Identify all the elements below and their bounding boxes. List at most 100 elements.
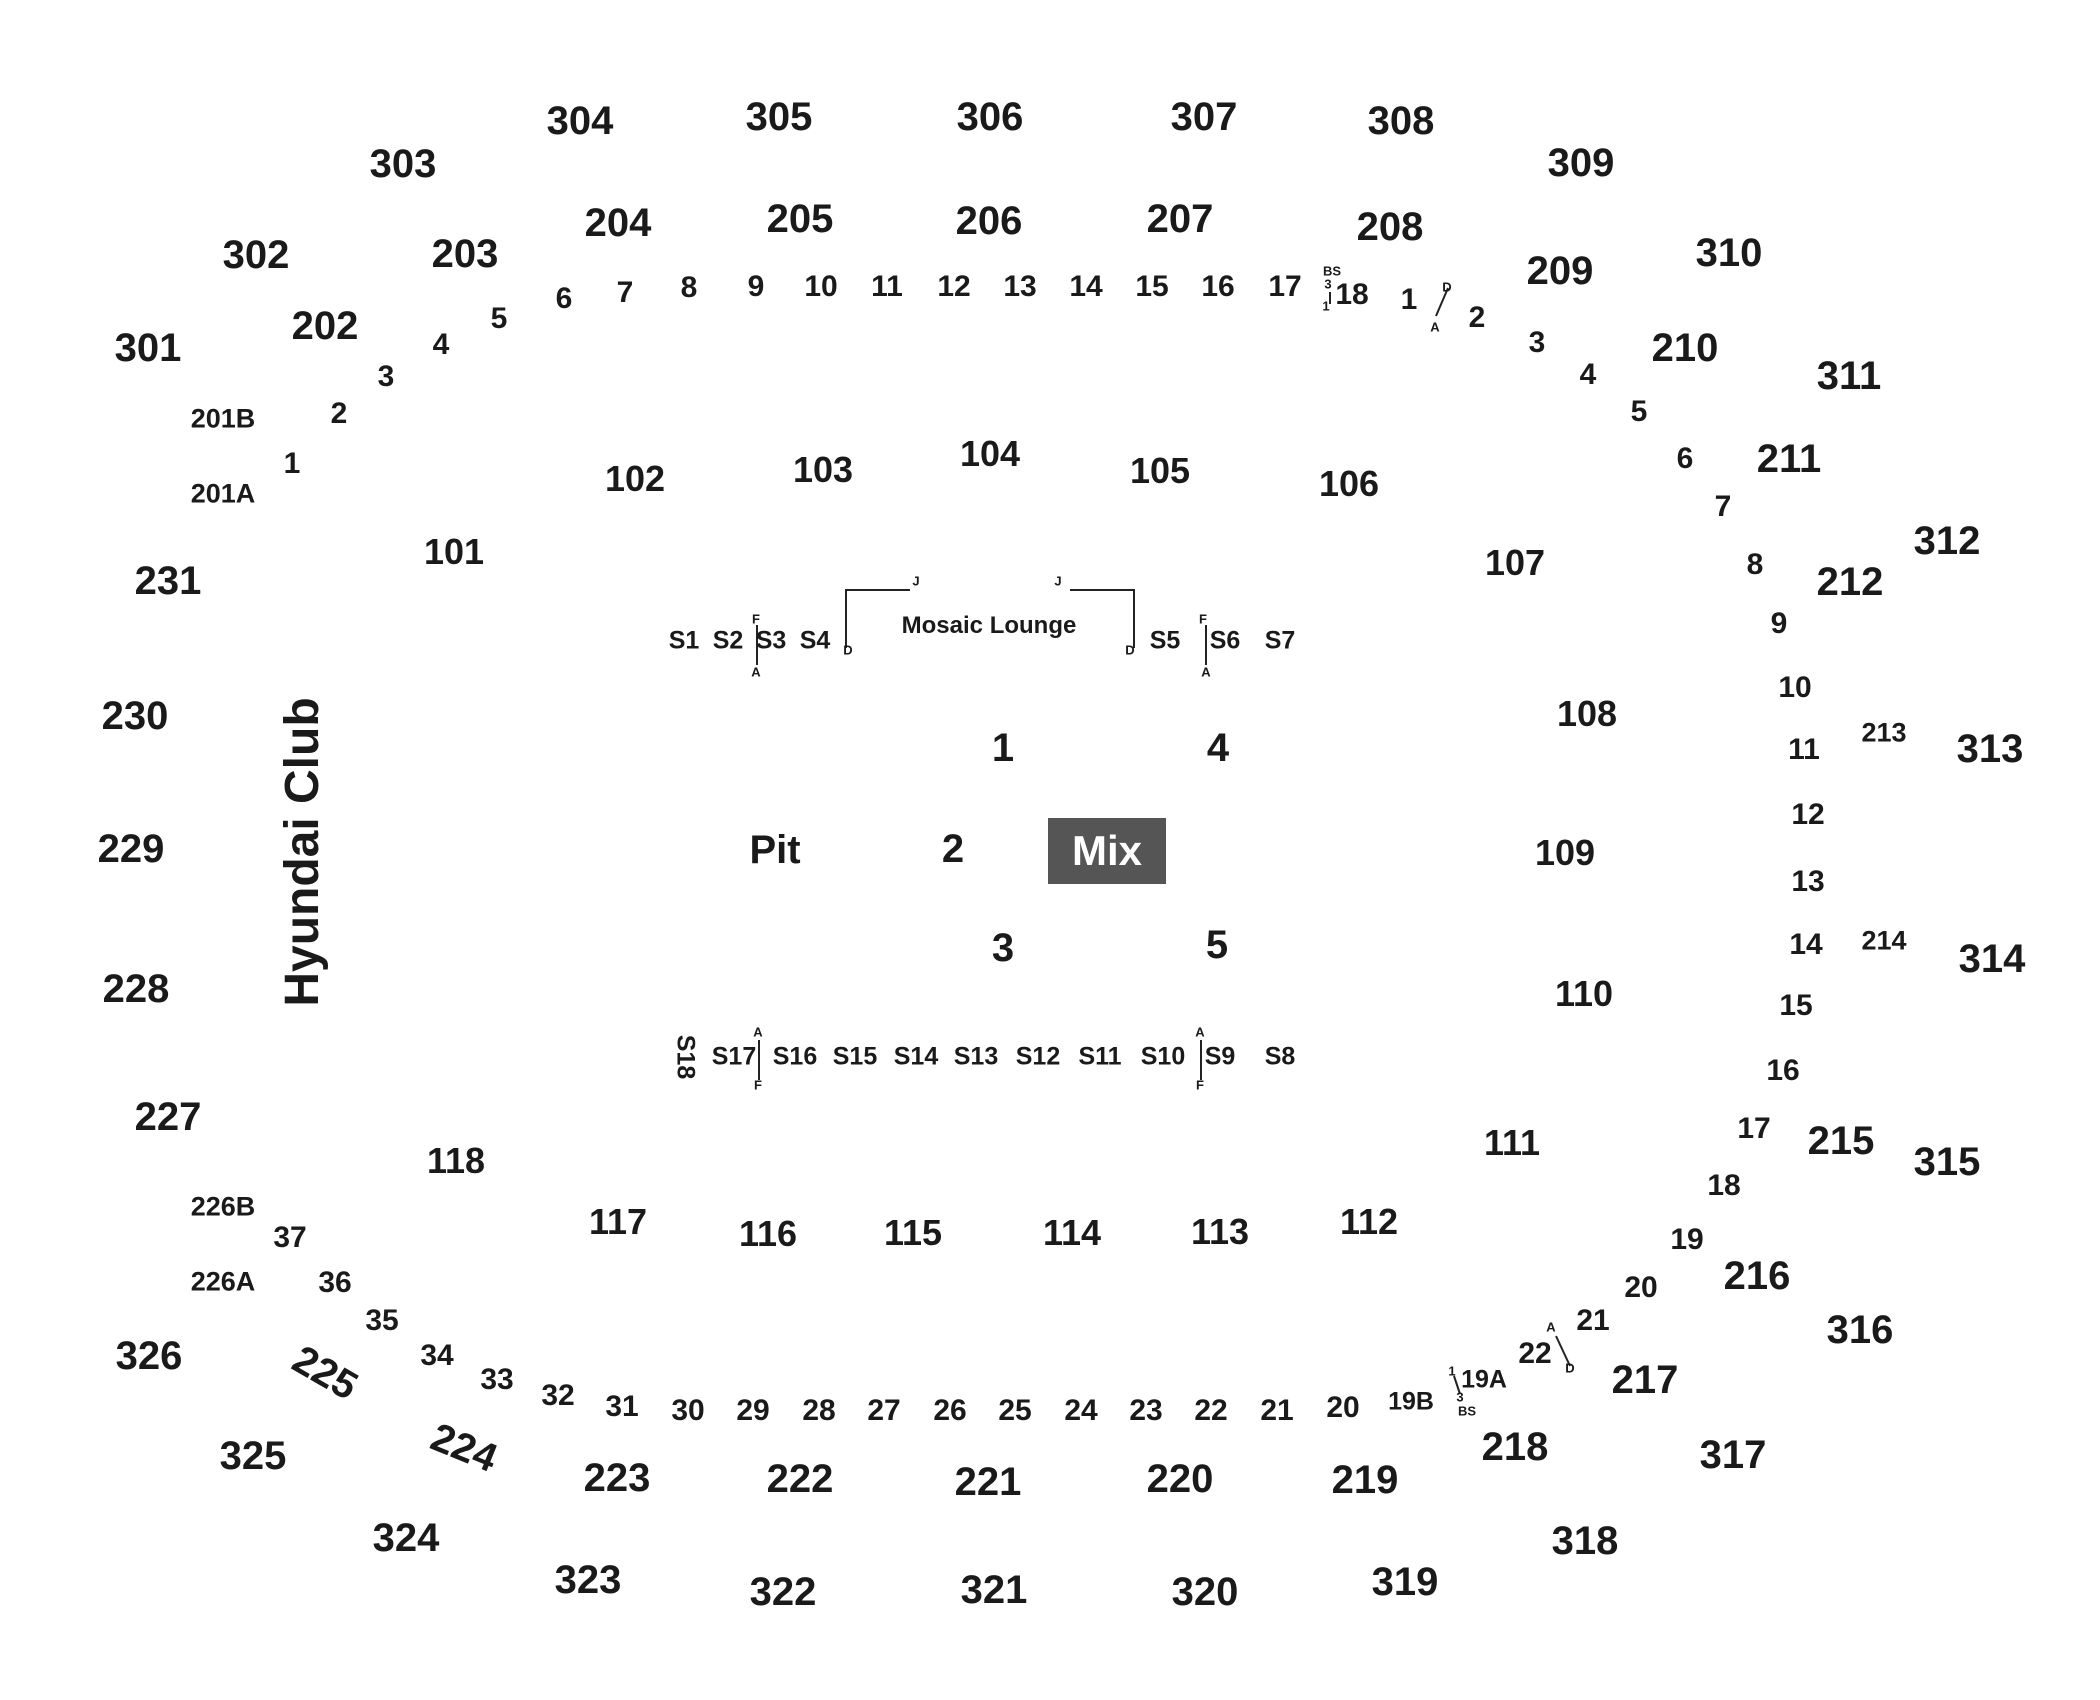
suite-12[interactable]: 12 [937, 270, 971, 303]
suite-r18[interactable]: 18 [1707, 1169, 1741, 1202]
suite-10[interactable]: 10 [804, 270, 838, 303]
section-230[interactable]: 230 [101, 694, 169, 738]
box-suite-S3[interactable]: S3 [755, 626, 787, 655]
suite-r6[interactable]: 6 [1676, 442, 1694, 475]
section-228[interactable]: 228 [102, 967, 170, 1011]
suite-b34[interactable]: 34 [420, 1339, 454, 1372]
suite-r1[interactable]: 1 [1400, 283, 1418, 316]
section-311[interactable]: 311 [1816, 354, 1882, 398]
suite-b33[interactable]: 33 [480, 1363, 514, 1396]
section-314[interactable]: 314 [1958, 937, 2026, 981]
suite-19B[interactable]: 19B [1388, 1387, 1434, 1416]
section-105[interactable]: 105 [1129, 450, 1191, 491]
suite-7[interactable]: 7 [616, 276, 634, 309]
suite-r11[interactable]: 11 [1788, 733, 1820, 766]
box-suite-S13[interactable]: S13 [953, 1042, 999, 1071]
section-319[interactable]: 319 [1371, 1560, 1439, 1604]
suite-b36[interactable]: 36 [318, 1266, 352, 1299]
mosaic-lounge-label[interactable]: Mosaic Lounge [901, 612, 1077, 639]
box-suite-S10[interactable]: S10 [1140, 1042, 1186, 1071]
suite-r4[interactable]: 4 [1579, 358, 1597, 391]
section-115[interactable]: 115 [883, 1212, 943, 1253]
section-212[interactable]: 212 [1816, 560, 1884, 604]
suite-b37[interactable]: 37 [273, 1221, 307, 1254]
suite-b32[interactable]: 32 [541, 1379, 575, 1412]
section-116[interactable]: 116 [738, 1213, 798, 1254]
box-suite-S9[interactable]: S9 [1204, 1042, 1236, 1071]
section-203[interactable]: 203 [431, 232, 499, 276]
section-318[interactable]: 318 [1551, 1519, 1619, 1563]
box-suite-S14[interactable]: S14 [893, 1042, 939, 1071]
section-110[interactable]: 110 [1554, 973, 1614, 1014]
suite-16[interactable]: 16 [1201, 270, 1235, 303]
suite-r12[interactable]: 12 [1791, 798, 1825, 831]
suite-r22[interactable]: 22 [1518, 1337, 1552, 1370]
section-316[interactable]: 316 [1826, 1308, 1894, 1352]
section-101[interactable]: 101 [423, 531, 485, 572]
suite-b25[interactable]: 25 [998, 1394, 1032, 1427]
suite-15[interactable]: 15 [1135, 270, 1169, 303]
section-214[interactable]: 214 [1861, 925, 1907, 956]
box-suite-S5[interactable]: S5 [1149, 626, 1181, 655]
section-315[interactable]: 315 [1913, 1140, 1981, 1184]
section-111[interactable]: 111 [1483, 1122, 1541, 1163]
section-231[interactable]: 231 [134, 559, 202, 603]
section-303[interactable]: 303 [369, 142, 437, 186]
section-114[interactable]: 114 [1042, 1212, 1102, 1253]
section-222[interactable]: 222 [766, 1457, 834, 1501]
section-103[interactable]: 103 [792, 449, 854, 490]
section-309[interactable]: 309 [1547, 141, 1615, 185]
section-226A[interactable]: 226A [190, 1266, 256, 1297]
suite-6[interactable]: 6 [555, 282, 573, 315]
section-210[interactable]: 210 [1651, 326, 1719, 370]
suite-14[interactable]: 14 [1069, 270, 1103, 303]
section-322[interactable]: 322 [749, 1570, 817, 1614]
section-109[interactable]: 109 [1534, 832, 1596, 873]
suite-r20[interactable]: 20 [1624, 1271, 1658, 1304]
suite-r13[interactable]: 13 [1791, 865, 1825, 898]
suite-b27[interactable]: 27 [867, 1394, 901, 1427]
suite-13[interactable]: 13 [1003, 270, 1037, 303]
suite-b24[interactable]: 24 [1064, 1394, 1098, 1427]
suite-2[interactable]: 2 [330, 397, 348, 430]
suite-r2[interactable]: 2 [1468, 301, 1486, 334]
suite-r16[interactable]: 16 [1766, 1054, 1800, 1087]
section-102[interactable]: 102 [604, 458, 666, 499]
section-108[interactable]: 108 [1556, 693, 1618, 734]
section-201A[interactable]: 201A [190, 478, 256, 509]
section-221[interactable]: 221 [954, 1460, 1022, 1504]
box-suite-S2[interactable]: S2 [712, 626, 744, 655]
suite-r3[interactable]: 3 [1528, 326, 1546, 359]
section-308[interactable]: 308 [1367, 99, 1435, 143]
floor-section-3[interactable]: 3 [991, 926, 1015, 970]
suite-r19[interactable]: 19 [1670, 1223, 1704, 1256]
floor-section-5[interactable]: 5 [1205, 923, 1229, 967]
section-217[interactable]: 217 [1611, 1358, 1679, 1402]
suite-r8[interactable]: 8 [1746, 548, 1764, 581]
section-211[interactable]: 211 [1756, 437, 1822, 481]
box-suite-S7[interactable]: S7 [1264, 626, 1296, 655]
section-220[interactable]: 220 [1146, 1457, 1214, 1501]
section-313[interactable]: 313 [1956, 727, 2024, 771]
section-323[interactable]: 323 [554, 1558, 622, 1602]
suite-9[interactable]: 9 [747, 270, 765, 303]
floor-section-2[interactable]: 2 [941, 827, 965, 871]
suite-b35[interactable]: 35 [365, 1304, 399, 1337]
section-219[interactable]: 219 [1331, 1458, 1399, 1502]
section-112[interactable]: 112 [1339, 1201, 1399, 1242]
suite-b28[interactable]: 28 [802, 1394, 836, 1427]
suite-17[interactable]: 17 [1268, 270, 1302, 303]
section-206[interactable]: 206 [955, 199, 1023, 243]
section-213[interactable]: 213 [1861, 717, 1907, 748]
section-325[interactable]: 325 [219, 1434, 287, 1478]
section-106[interactable]: 106 [1318, 463, 1380, 504]
box-suite-S4[interactable]: S4 [799, 626, 831, 655]
section-218[interactable]: 218 [1481, 1425, 1549, 1469]
box-suite-S17[interactable]: S17 [711, 1042, 757, 1071]
suite-b26[interactable]: 26 [933, 1394, 967, 1427]
box-suite-S15[interactable]: S15 [832, 1042, 878, 1071]
box-suite-S16[interactable]: S16 [772, 1042, 818, 1071]
section-216[interactable]: 216 [1723, 1254, 1791, 1298]
box-suite-S8[interactable]: S8 [1264, 1042, 1296, 1071]
section-201B[interactable]: 201B [190, 403, 256, 434]
